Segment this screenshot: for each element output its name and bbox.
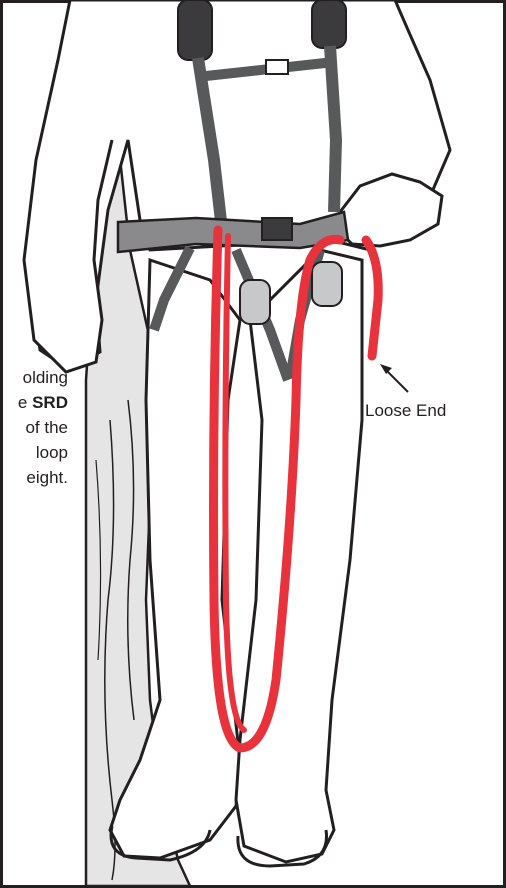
instruction-line-2: e SRD <box>18 390 68 415</box>
callout-arrowhead <box>380 364 392 374</box>
instruction-text: olding e SRD of the loop eight. <box>18 365 68 490</box>
srd-term: SRD <box>32 393 68 412</box>
right-shoulder-strap <box>312 0 346 48</box>
instruction-line-4: loop <box>18 440 68 465</box>
instruction-line-3: of the <box>18 415 68 440</box>
chest-strap <box>330 46 336 212</box>
instruction-line-2-prefix: e <box>18 393 32 412</box>
right-carabiner <box>312 262 342 306</box>
left-shoulder-strap <box>178 0 212 60</box>
belt-buckle <box>262 218 292 240</box>
rope-loose-end <box>366 240 378 356</box>
instruction-line-5: eight. <box>18 465 68 490</box>
instruction-line-1: olding <box>18 365 68 390</box>
left-carabiner <box>240 280 270 324</box>
loose-end-label: Loose End <box>365 398 446 423</box>
chest-buckle <box>266 60 288 74</box>
